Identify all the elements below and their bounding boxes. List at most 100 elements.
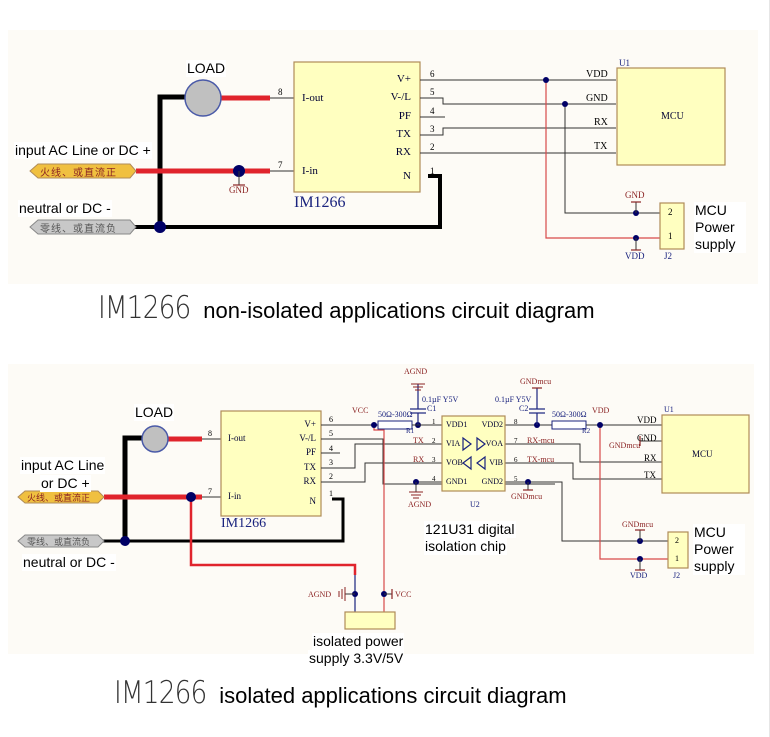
- bot-pin2-num: 2: [329, 472, 333, 481]
- bot-u2-vdd1: VDD1: [446, 420, 468, 429]
- bot-iin-pin: I-in: [228, 491, 241, 501]
- bot-mcu-ref: U1: [664, 405, 674, 414]
- bot-line-tag: [17, 490, 105, 504]
- top-load-symbol: [184, 79, 222, 117]
- top-vdd-drop-wire: [545, 80, 660, 239]
- bot-chip-name: IM1266: [221, 516, 267, 531]
- bot-c1-capacitor: [410, 384, 426, 425]
- bot-vcc-label: VCC: [352, 406, 369, 415]
- top-mcu-rx: RX: [594, 117, 608, 128]
- bot-load-label: LOAD: [134, 404, 175, 421]
- bot-pin4-num: 4: [329, 444, 333, 453]
- bot-u2-rxmcu-net: RX-mcu: [527, 436, 555, 445]
- top-load-label: LOAD: [186, 60, 227, 77]
- top-j2-connector: [659, 202, 685, 250]
- top-j2-vdd-label: VDD: [625, 251, 645, 261]
- top-pin3-num: 3: [430, 124, 435, 134]
- bot-mcu-rx: RX: [644, 453, 657, 463]
- top-rx-pin: RX: [395, 146, 411, 158]
- top-load-return-wire: [157, 94, 185, 227]
- top-neutral-label: neutral or DC -: [18, 200, 112, 217]
- bot-neutral-wire: [103, 497, 345, 543]
- bot-n-pin: N: [309, 496, 317, 506]
- top-gnd-drop-wire: [564, 104, 660, 214]
- bottom-caption: IM1266 isolated applications circuit dia…: [114, 675, 567, 711]
- bot-ps-annotation-2: supply 3.3V/5V: [308, 650, 405, 667]
- top-schematic: [29, 61, 726, 251]
- bot-r1-ref: R1: [406, 427, 415, 435]
- bot-vplus-pin: V+: [304, 419, 316, 429]
- bot-pin6-num: 6: [329, 415, 333, 424]
- top-tx-wire: [420, 127, 616, 136]
- bot-vdd-label: VDD: [592, 406, 610, 415]
- bot-ps-agnd-label: AGND: [308, 590, 332, 599]
- bottom-caption-text: isolated applications circuit diagram: [219, 683, 567, 708]
- top-j2-gnd-label: GND: [625, 190, 645, 200]
- bot-u2-pin5-num: 5: [514, 475, 518, 483]
- bot-neutral-tag: [17, 534, 105, 548]
- bot-u2-voa: VOA: [485, 439, 503, 448]
- top-pin7-num: 7: [278, 160, 283, 170]
- bot-mcu-gnd: GND: [637, 433, 657, 443]
- top-j2-pin2: 2: [668, 207, 673, 217]
- bot-u2-pin2-num: 2: [432, 437, 436, 445]
- bot-u2-gndmcu-label: GNDmcu: [511, 492, 543, 501]
- top-pin8-num: 8: [278, 87, 283, 97]
- bot-pf-pin: PF: [305, 447, 316, 457]
- bot-c1-value: 0.1µF Y5V: [422, 395, 459, 404]
- bottom-caption-part: IM1266: [114, 675, 207, 711]
- bot-pin8-num: 8: [208, 429, 212, 438]
- top-vminus-pin: V-/L: [390, 91, 411, 103]
- bot-line-label-2: or DC +: [40, 475, 91, 492]
- bot-j2-pin2: 2: [675, 536, 679, 545]
- bot-u2-via: VIA: [446, 439, 461, 448]
- bot-line-junction: [186, 492, 196, 502]
- top-im1266-chip: [293, 61, 421, 193]
- bot-u2-pin1-num: 1: [432, 418, 436, 426]
- top-neutral-wire: [135, 174, 442, 229]
- top-pin2-num: 2: [430, 142, 435, 152]
- top-gnd-junction-2: [562, 101, 568, 107]
- top-mcu-name: MCU: [661, 111, 684, 122]
- top-j2-ref: J2: [664, 251, 673, 261]
- top-mcu-chip: [616, 67, 726, 166]
- top-neutral-junction: [154, 221, 166, 233]
- bot-ps-vcc-label: VCC: [395, 590, 412, 599]
- bot-neutral-junction: [120, 536, 130, 546]
- bot-mcu-gndmcu-label: GNDmcu: [609, 441, 641, 450]
- bot-u2-agnd-label: AGND: [408, 500, 432, 509]
- top-mcu-vdd: VDD: [586, 69, 608, 80]
- top-pin6-num: 6: [430, 69, 435, 79]
- bot-tx-mcu-wire: [505, 462, 662, 480]
- top-caption-text: non-isolated applications circuit diagra…: [203, 298, 595, 323]
- bot-u2-pin4-num: 4: [432, 475, 436, 483]
- top-j2-pin1: 1: [668, 231, 673, 241]
- bot-u2-vdd2: VDD2: [481, 420, 503, 429]
- bot-j2-gnd-label: GNDmcu: [622, 520, 654, 529]
- bot-u2-vib: VIB: [489, 458, 503, 467]
- bot-line-tag-text: 火线、或直流正: [27, 494, 91, 504]
- bot-mcu-tx: TX: [644, 470, 656, 480]
- bot-isolator-chip: [441, 415, 506, 492]
- bot-ps-agnd-symbol: [338, 587, 355, 601]
- bot-load-return-wire: [122, 435, 145, 541]
- bot-u2-pin3-num: 3: [432, 456, 436, 464]
- bot-c1-agnd-label: AGND: [404, 367, 428, 376]
- top-line-tag-text: 火线、或直流正: [40, 168, 117, 179]
- bot-isolator-arrows: [462, 436, 486, 471]
- top-tx-pin: TX: [396, 128, 411, 140]
- bot-c2-value: 0.1µF Y5V: [495, 395, 532, 404]
- top-caption: IM1266 non-isolated applications circuit…: [98, 290, 595, 326]
- top-pin5-num: 5: [430, 87, 435, 97]
- bot-vminus-pin: V-/L: [299, 433, 316, 443]
- bot-pin3-num: 3: [329, 458, 333, 467]
- top-n-pin: N: [403, 170, 411, 182]
- bot-u2-pin8-num: 8: [514, 418, 518, 426]
- bot-isolator-annotation-2: isolation chip: [424, 538, 507, 555]
- bot-vcc-junction: [371, 422, 377, 428]
- bot-line-label-1: input AC Line: [20, 457, 106, 474]
- bot-j2-pin1: 1: [675, 554, 679, 563]
- bot-pin5-num: 5: [329, 429, 333, 438]
- bot-mcu-vdd: VDD: [637, 415, 657, 425]
- top-pin1-num: 1: [430, 166, 435, 176]
